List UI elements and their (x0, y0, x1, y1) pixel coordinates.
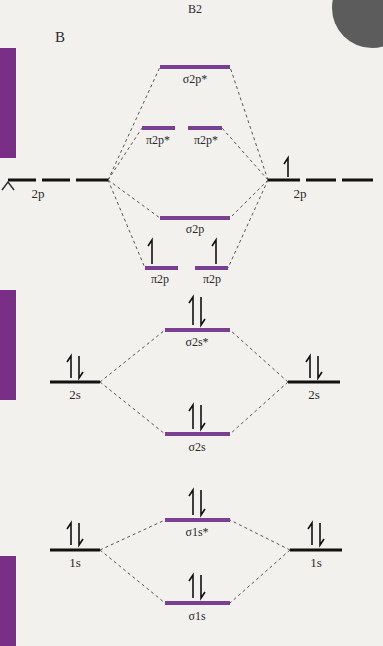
orbital-label: σ2p* (183, 72, 207, 86)
corner-disc (332, 0, 383, 48)
diagram-title: B2 (188, 2, 202, 16)
orbital-label: π2p (151, 272, 169, 286)
side-bar (0, 556, 16, 646)
orbital-label: σ1s* (185, 525, 208, 539)
side-mark (2, 182, 14, 190)
orbital-label: 1s (69, 556, 81, 570)
orbital-label: 2p (294, 187, 307, 201)
orbital-label: 1s (310, 556, 322, 570)
orbital-label: π2p (203, 272, 221, 286)
orbital-label: π2p* (146, 133, 170, 147)
electron-arrows (67, 158, 324, 598)
orbital-label: 2s (69, 388, 81, 402)
orbital-label: σ2s* (185, 335, 208, 349)
atomic-levels (8, 180, 373, 550)
correlation-lines (100, 67, 290, 603)
orbital-label: 2s (308, 388, 320, 402)
orbital-label: 2p (32, 187, 45, 201)
atom-label: B (55, 30, 65, 44)
orbital-label: σ1s (188, 609, 205, 623)
side-bar (0, 48, 16, 158)
orbital-label: π2p* (194, 133, 218, 147)
molecular-levels (142, 67, 230, 603)
orbital-label: σ2p (186, 222, 204, 236)
side-bar (0, 290, 16, 400)
orbital-label: σ2s (188, 440, 205, 454)
